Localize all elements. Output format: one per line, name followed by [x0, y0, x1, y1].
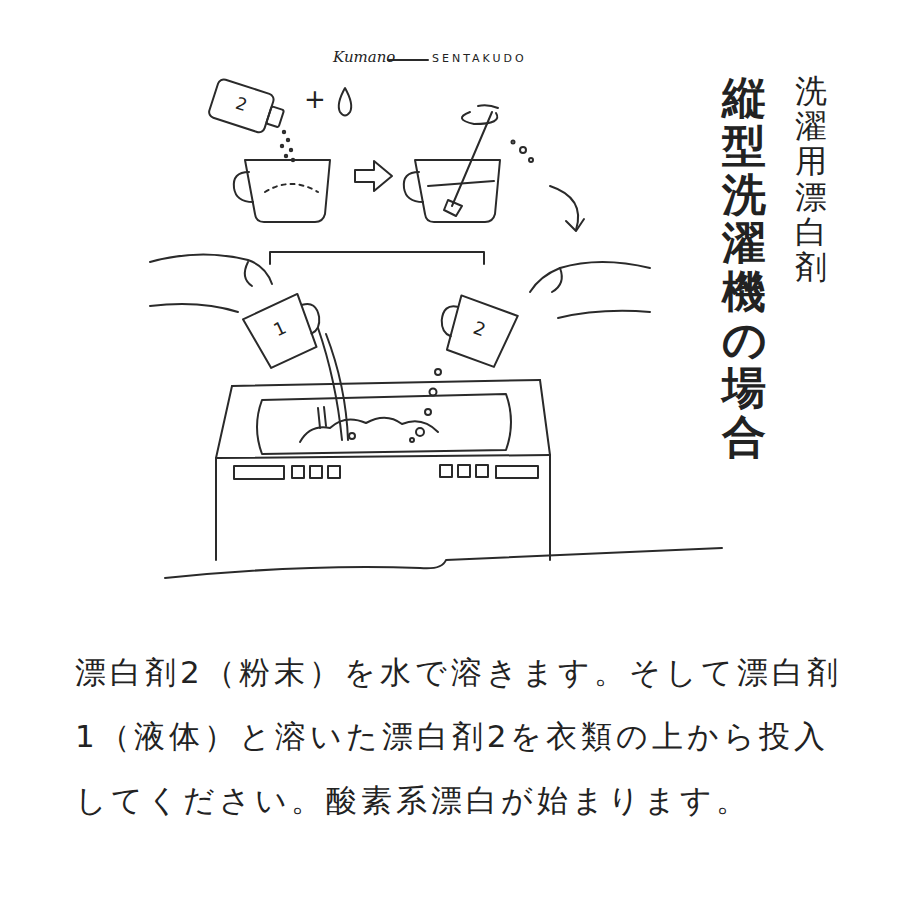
washing-machine-part [234, 466, 284, 479]
washing-machine-part [292, 466, 304, 478]
powder-dots-part [290, 149, 292, 151]
liquid-stream [318, 328, 355, 440]
measuring-jug-part [234, 172, 253, 202]
washing-machine-part [310, 466, 322, 478]
powder-dots-part [283, 131, 285, 133]
washing-machine-part [318, 407, 326, 428]
mixing-jug-part [462, 112, 497, 124]
step-arrow-part [355, 161, 392, 191]
cup-1-part [243, 294, 321, 370]
subtitle: 洗濯用漂白剤 [795, 74, 827, 285]
caption: 漂白剤2（粉末）を水で溶きます。そして漂白剤1（液体）と溶いた漂白剤2を衣類の上… [75, 640, 845, 832]
washing-machine-part [328, 466, 340, 478]
logo-word: SENTAKUDO [432, 52, 527, 65]
washing-machine-part [496, 466, 538, 478]
logo-script: Kumano [333, 48, 395, 66]
water-drop [339, 88, 351, 116]
cup-number: 1 [270, 317, 289, 341]
bleach-bottle [208, 78, 288, 138]
powder-dots-part [281, 145, 283, 147]
powder-drops-part [425, 409, 431, 415]
powder-drops-part [435, 369, 441, 375]
washing-machine [216, 252, 550, 560]
powder-drops-part [416, 428, 424, 436]
powder-dots [281, 131, 294, 161]
powder-drops [410, 369, 441, 442]
measuring-jug-part [245, 160, 330, 222]
cup-2-part [437, 303, 461, 336]
liquid-stream-part [349, 433, 355, 439]
cup-2 [432, 292, 518, 369]
left-arm-part [245, 262, 252, 286]
mixing-jug-part [444, 200, 462, 216]
liquid-stream-part [326, 334, 348, 440]
mixing-jug-part [478, 105, 498, 108]
water-drop-part [339, 88, 351, 116]
right-arm [530, 262, 650, 318]
powder-drops-part [430, 389, 437, 396]
floor-line-part [165, 548, 722, 578]
bleach-bottle-part [208, 78, 276, 134]
mixing-jug-part [520, 147, 526, 153]
washing-machine-part [270, 252, 484, 264]
washing-machine-part [232, 380, 540, 386]
curved-arrow [550, 186, 584, 231]
right-arm-part [558, 311, 650, 318]
washing-machine-part [300, 418, 438, 442]
left-arm [150, 254, 272, 312]
washing-machine-part [440, 465, 452, 477]
cup-1-part [299, 300, 325, 333]
washing-machine-part [540, 380, 550, 560]
mixing-jug-part [452, 112, 492, 206]
powder-dots-part [285, 155, 287, 157]
cup-number: 2 [471, 317, 489, 341]
right-arm-part [530, 262, 650, 292]
washing-machine-part [216, 455, 550, 458]
floor-line [165, 548, 722, 578]
washing-machine-part [458, 465, 470, 477]
right-arm-part [552, 268, 562, 292]
powder-drops-part [410, 438, 414, 442]
curved-arrow-part [550, 186, 578, 230]
mixing-jug-part [404, 172, 423, 202]
mixing-jug-part [529, 158, 533, 162]
bottle-number: 2 [233, 93, 249, 115]
left-arm-part [150, 254, 272, 284]
bleach-bottle-part [266, 106, 284, 127]
curved-arrow-part [566, 219, 584, 231]
measuring-jug [234, 160, 330, 222]
step-arrow [355, 161, 392, 191]
mixing-jug [404, 105, 533, 222]
measuring-jug-part [265, 184, 318, 192]
mixing-jug-part [512, 141, 515, 144]
washing-machine-part [216, 386, 232, 560]
title: 縦型洗濯機の場合 [722, 74, 766, 461]
washing-machine-part [476, 465, 488, 477]
washing-machine-part [257, 394, 511, 454]
powder-dots-part [287, 139, 289, 141]
left-arm-part [150, 304, 238, 312]
plus-sign: + [304, 84, 326, 114]
